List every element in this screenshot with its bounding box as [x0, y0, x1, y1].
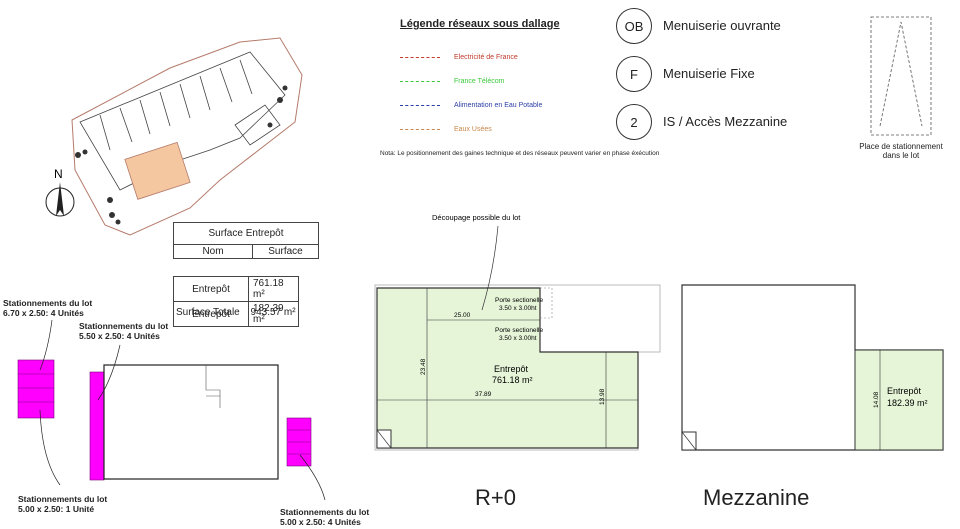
row-surface: 761.18 m² — [248, 276, 299, 302]
symbol-f-label: Menuiserie Fixe — [663, 66, 755, 81]
telecom-line-icon — [400, 81, 440, 82]
legend-label: Eaux Usées — [454, 126, 492, 133]
site-trees — [75, 85, 288, 225]
sewage-line-icon — [400, 129, 440, 130]
symbol-ob-icon: OB — [616, 8, 652, 44]
leader-line-1 — [39, 319, 53, 371]
north-label: N — [54, 167, 63, 181]
parking-plan — [17, 319, 326, 501]
row-surface: 182.39 m² — [248, 301, 299, 327]
parking-label-title: Stationnements du lot — [3, 298, 93, 308]
door2-line1: Porte sectionelle — [495, 327, 543, 334]
dim-width: 37.89 — [475, 391, 492, 398]
symbol-f-icon: F — [616, 56, 652, 92]
parking-space-icon — [870, 16, 932, 136]
r0-floor-plan: 25.00 37.89 23.48 13.98 Porte sectionell… — [374, 213, 661, 451]
header-surface: Surface — [252, 244, 319, 259]
site-buildings — [79, 51, 286, 191]
symbol-ob-label: Menuiserie ouvrante — [663, 18, 781, 33]
r0-caption: R+0 — [475, 485, 516, 510]
table-row: Entrepôt 761.18 m² — [173, 276, 299, 302]
edf-line-icon — [400, 57, 440, 58]
parking-label-4: Stationnements du lot 5.00 x 2.50: 4 Uni… — [280, 507, 370, 528]
legend-note: Nota: Le positionnement des gaines techn… — [380, 150, 660, 157]
r0-room-area: 761.18 m² — [492, 375, 533, 385]
table-row: Entrepôt 182.39 m² — [173, 301, 299, 327]
dim-top: 25.00 — [454, 312, 471, 319]
parking-label-title: Stationnements du lot — [280, 507, 370, 517]
leader-line-4 — [299, 454, 326, 501]
mezz-caption: Mezzanine — [703, 485, 810, 510]
r0-cut-label: Découpage possible du lot — [432, 213, 521, 222]
leader-line-3 — [39, 409, 61, 486]
parking-block-2 — [89, 371, 105, 481]
parking-label-dims: 5.00 x 2.50: 4 Unités — [280, 516, 361, 527]
surface-table-title: Surface Entrepôt — [173, 222, 319, 245]
mezz-room-area: 182.39 m² — [887, 398, 928, 408]
door1-line2: 3.50 x 3.00ht — [499, 305, 537, 312]
building-outline — [103, 364, 279, 480]
parking-label-1: Stationnements du lot 6.70 x 2.50: 4 Uni… — [3, 298, 93, 319]
leader-line-2 — [97, 344, 121, 401]
surface-total: Surface Totale 943.57 m² — [176, 307, 296, 318]
surface-table-header: Surface Entrepôt Nom Surface — [173, 222, 319, 259]
parking-label-dims: 5.00 x 2.50: 1 Unité — [18, 503, 95, 514]
parking-block-1 — [17, 359, 55, 419]
parking-label-dims: 6.70 x 2.50: 4 Unités — [3, 307, 84, 318]
parking-legend-label: Place de stationnement dans le lot — [859, 142, 943, 160]
parking-label-2: Stationnements du lot 5.50 x 2.50: 4 Uni… — [79, 321, 169, 342]
parking-label-title: Stationnements du lot — [79, 321, 169, 331]
door1-line1: Porte sectionelle — [495, 297, 543, 304]
symbol-2-icon: 2 — [616, 104, 652, 140]
dim-right: 13.98 — [599, 388, 606, 405]
mezzanine-floor-plan: 14.08 Entrepôt 182.39 m² — [681, 284, 944, 451]
dim-left: 23.48 — [420, 358, 427, 375]
site-plan: N — [45, 37, 303, 236]
site-boundary — [71, 37, 303, 236]
r0-room-name: Entrepôt — [494, 364, 529, 374]
legend-row-sewage: Eaux Usées — [400, 126, 492, 133]
mezz-room-name: Entrepôt — [887, 386, 922, 396]
north-arrow-icon — [45, 182, 75, 217]
water-line-icon — [400, 105, 440, 106]
legend-label: Electricité de France — [454, 54, 518, 61]
legend-row-water: Alimentation en Eau Potable — [400, 102, 542, 109]
legend-row-telecom: France Télécom — [400, 78, 504, 85]
legend-label: Alimentation en Eau Potable — [454, 102, 543, 109]
symbol-2-label: IS / Accès Mezzanine — [663, 114, 788, 129]
mezz-dim-height: 14.08 — [873, 391, 880, 408]
total-label: Surface Totale — [176, 307, 240, 318]
door2-line2: 3.50 x 3.00ht — [499, 335, 537, 342]
legend-label: France Télécom — [454, 78, 505, 85]
surface-table-body: Entrepôt 761.18 m² Entrepôt 182.39 m² — [173, 276, 299, 327]
parking-label-dims: 5.50 x 2.50: 4 Unités — [79, 330, 160, 341]
parking-label-title: Stationnements du lot — [18, 494, 108, 504]
site-lot-highlight — [124, 141, 191, 200]
total-value: 943.57 m² — [250, 307, 296, 318]
r0-leader — [481, 225, 499, 311]
header-nom: Nom — [173, 244, 253, 259]
mezz-floor-area — [854, 349, 944, 451]
parking-label-3: Stationnements du lot 5.00 x 2.50: 1 Uni… — [18, 494, 108, 515]
legend-row-edf: Electricité de France — [400, 54, 518, 61]
legend-title: Légende réseaux sous dallage — [400, 18, 560, 30]
